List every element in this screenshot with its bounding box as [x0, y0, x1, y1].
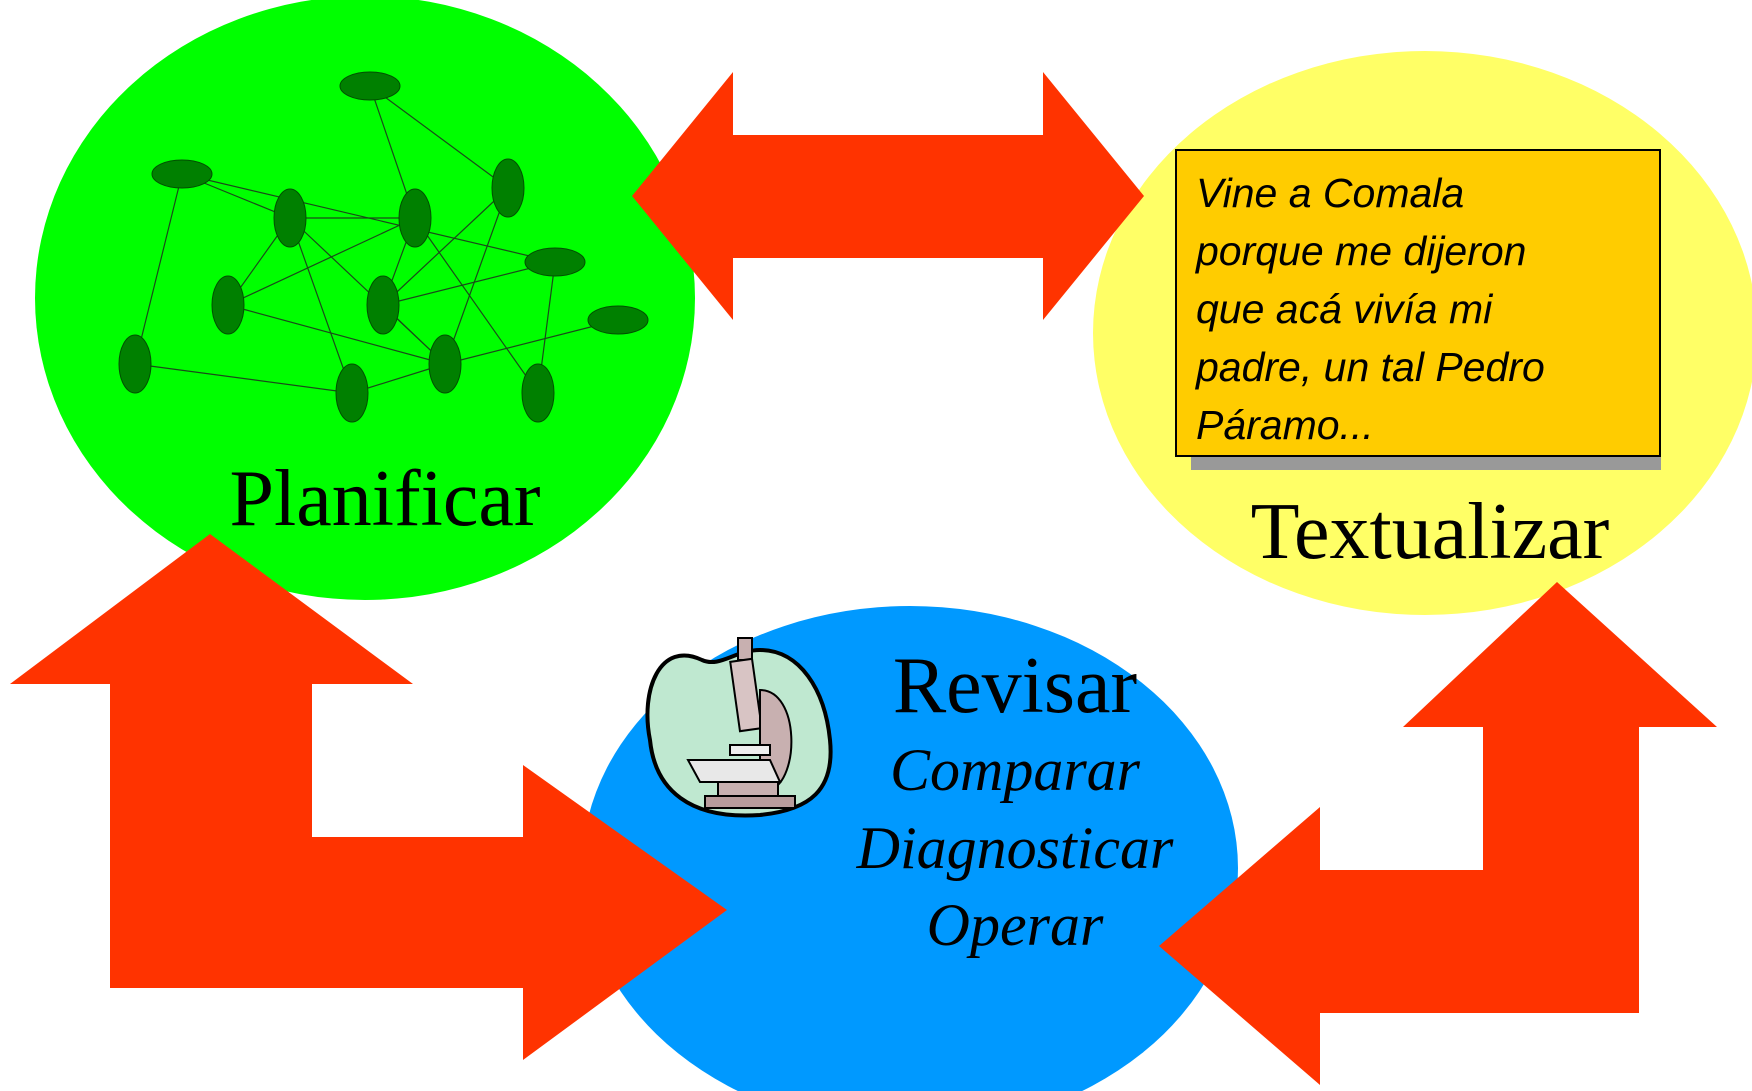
- double-arrow-planificar-textualizar: [632, 72, 1144, 320]
- network-node: [151, 159, 213, 189]
- network-edge: [289, 217, 353, 394]
- revisar-sub-item: Diagnosticar: [856, 815, 1174, 881]
- network-edge: [444, 187, 509, 365]
- revisar-label: Revisar: [893, 642, 1137, 730]
- network-edge: [134, 173, 183, 365]
- network-edge: [227, 304, 446, 365]
- revisar-sub-item: Operar: [927, 892, 1104, 958]
- quote-line: Vine a Comala: [1196, 170, 1464, 216]
- network-edge: [444, 319, 619, 365]
- network-edge: [181, 173, 556, 263]
- network-node: [118, 334, 152, 394]
- l-arrow-planificar-revisar: [10, 534, 727, 1060]
- quote-line: Páramo...: [1196, 402, 1374, 448]
- network-node: [339, 71, 401, 101]
- network-node: [428, 334, 462, 394]
- network-node: [366, 275, 400, 335]
- network-edge: [414, 217, 539, 394]
- l-arrow-revisar-textualizar: [1159, 582, 1717, 1085]
- quote-line: porque me dijeron: [1194, 228, 1526, 274]
- network-node: [587, 305, 649, 335]
- network-node: [521, 363, 555, 423]
- quote-box: Vine a Comala porque me dijeron que acá …: [1175, 149, 1661, 470]
- network-edge: [227, 217, 416, 306]
- network-edge: [382, 187, 509, 306]
- quote-line: que acá vivía mi: [1196, 286, 1494, 332]
- network-node: [273, 188, 307, 248]
- network-node: [211, 275, 245, 335]
- planificar-node: [35, 0, 695, 600]
- quote-box-body: [1175, 149, 1661, 457]
- textualizar-label: Textualizar: [1251, 488, 1610, 576]
- revisar-sub-item: Comparar: [890, 737, 1141, 803]
- network-edge: [382, 261, 556, 306]
- network-node: [524, 247, 586, 277]
- network-node: [335, 363, 369, 423]
- microscope-icon: [645, 637, 833, 818]
- planificar-label: Planificar: [230, 455, 541, 543]
- network-node: [491, 158, 525, 218]
- network-edge: [134, 363, 353, 394]
- network-graph-icon: [118, 71, 649, 423]
- network-node: [398, 188, 432, 248]
- quote-line: padre, un tal Pedro: [1194, 344, 1545, 390]
- network-edge: [369, 85, 509, 189]
